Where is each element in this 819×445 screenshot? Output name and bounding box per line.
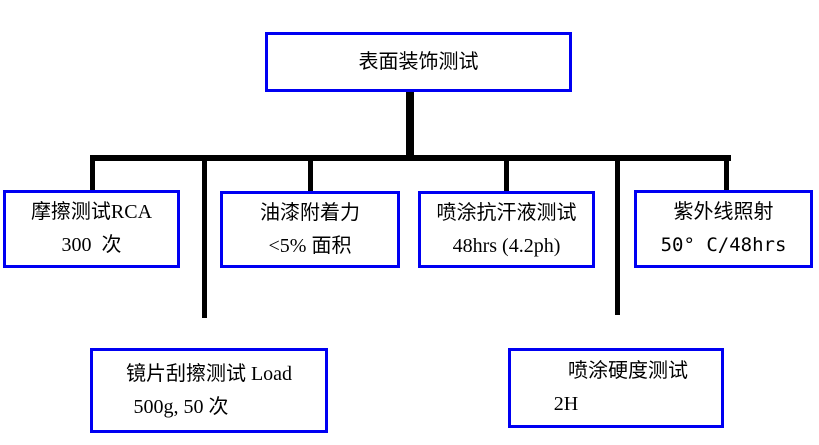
connector-horizontal-bus [90,155,731,161]
node-value: 50° C/48hrs [660,234,787,256]
node-value: 48hrs (4.2ph) [452,234,561,257]
connector-drop-friction [90,155,95,191]
node-coating-hardness: 喷涂硬度测试 2H [508,348,724,428]
node-value: 500g, 50 次 [133,395,229,418]
node-paint-adhesion: 油漆附着力 <5% 面积 [220,191,400,268]
node-label: 表面装饰测试 [358,50,479,73]
node-friction-test-rca: 摩擦测试RCA 300 次 [3,190,180,268]
node-value: 300 次 [61,234,122,256]
node-value: <5% 面积 [268,234,352,257]
node-label: 喷涂硬度测试 [568,360,688,382]
connector-drop-uv-exposure [724,155,729,190]
connector-drop-lens-scratch [202,155,207,318]
node-sweat-resistance: 喷涂抗汗液测试 48hrs (4.2ph) [418,191,595,268]
node-lens-scratch: 镜片刮擦测试 Load 500g, 50 次 [90,348,328,433]
node-value: 2H [553,393,579,415]
node-uv-exposure: 紫外线照射 50° C/48hrs [634,190,813,268]
node-surface-decoration-test: 表面装饰测试 [265,32,572,92]
connector-drop-coating-hardness [615,155,620,315]
connector-drop-paint-adhesion [308,155,313,192]
node-label: 喷涂抗汗液测试 [436,201,577,224]
connector-trunk [406,92,414,158]
node-label: 摩擦测试RCA [30,201,153,223]
node-label: 镜片刮擦测试 Load [125,362,293,385]
connector-drop-sweat-resistance [504,155,509,192]
node-label: 油漆附着力 [260,201,360,224]
node-label: 紫外线照射 [673,201,774,223]
